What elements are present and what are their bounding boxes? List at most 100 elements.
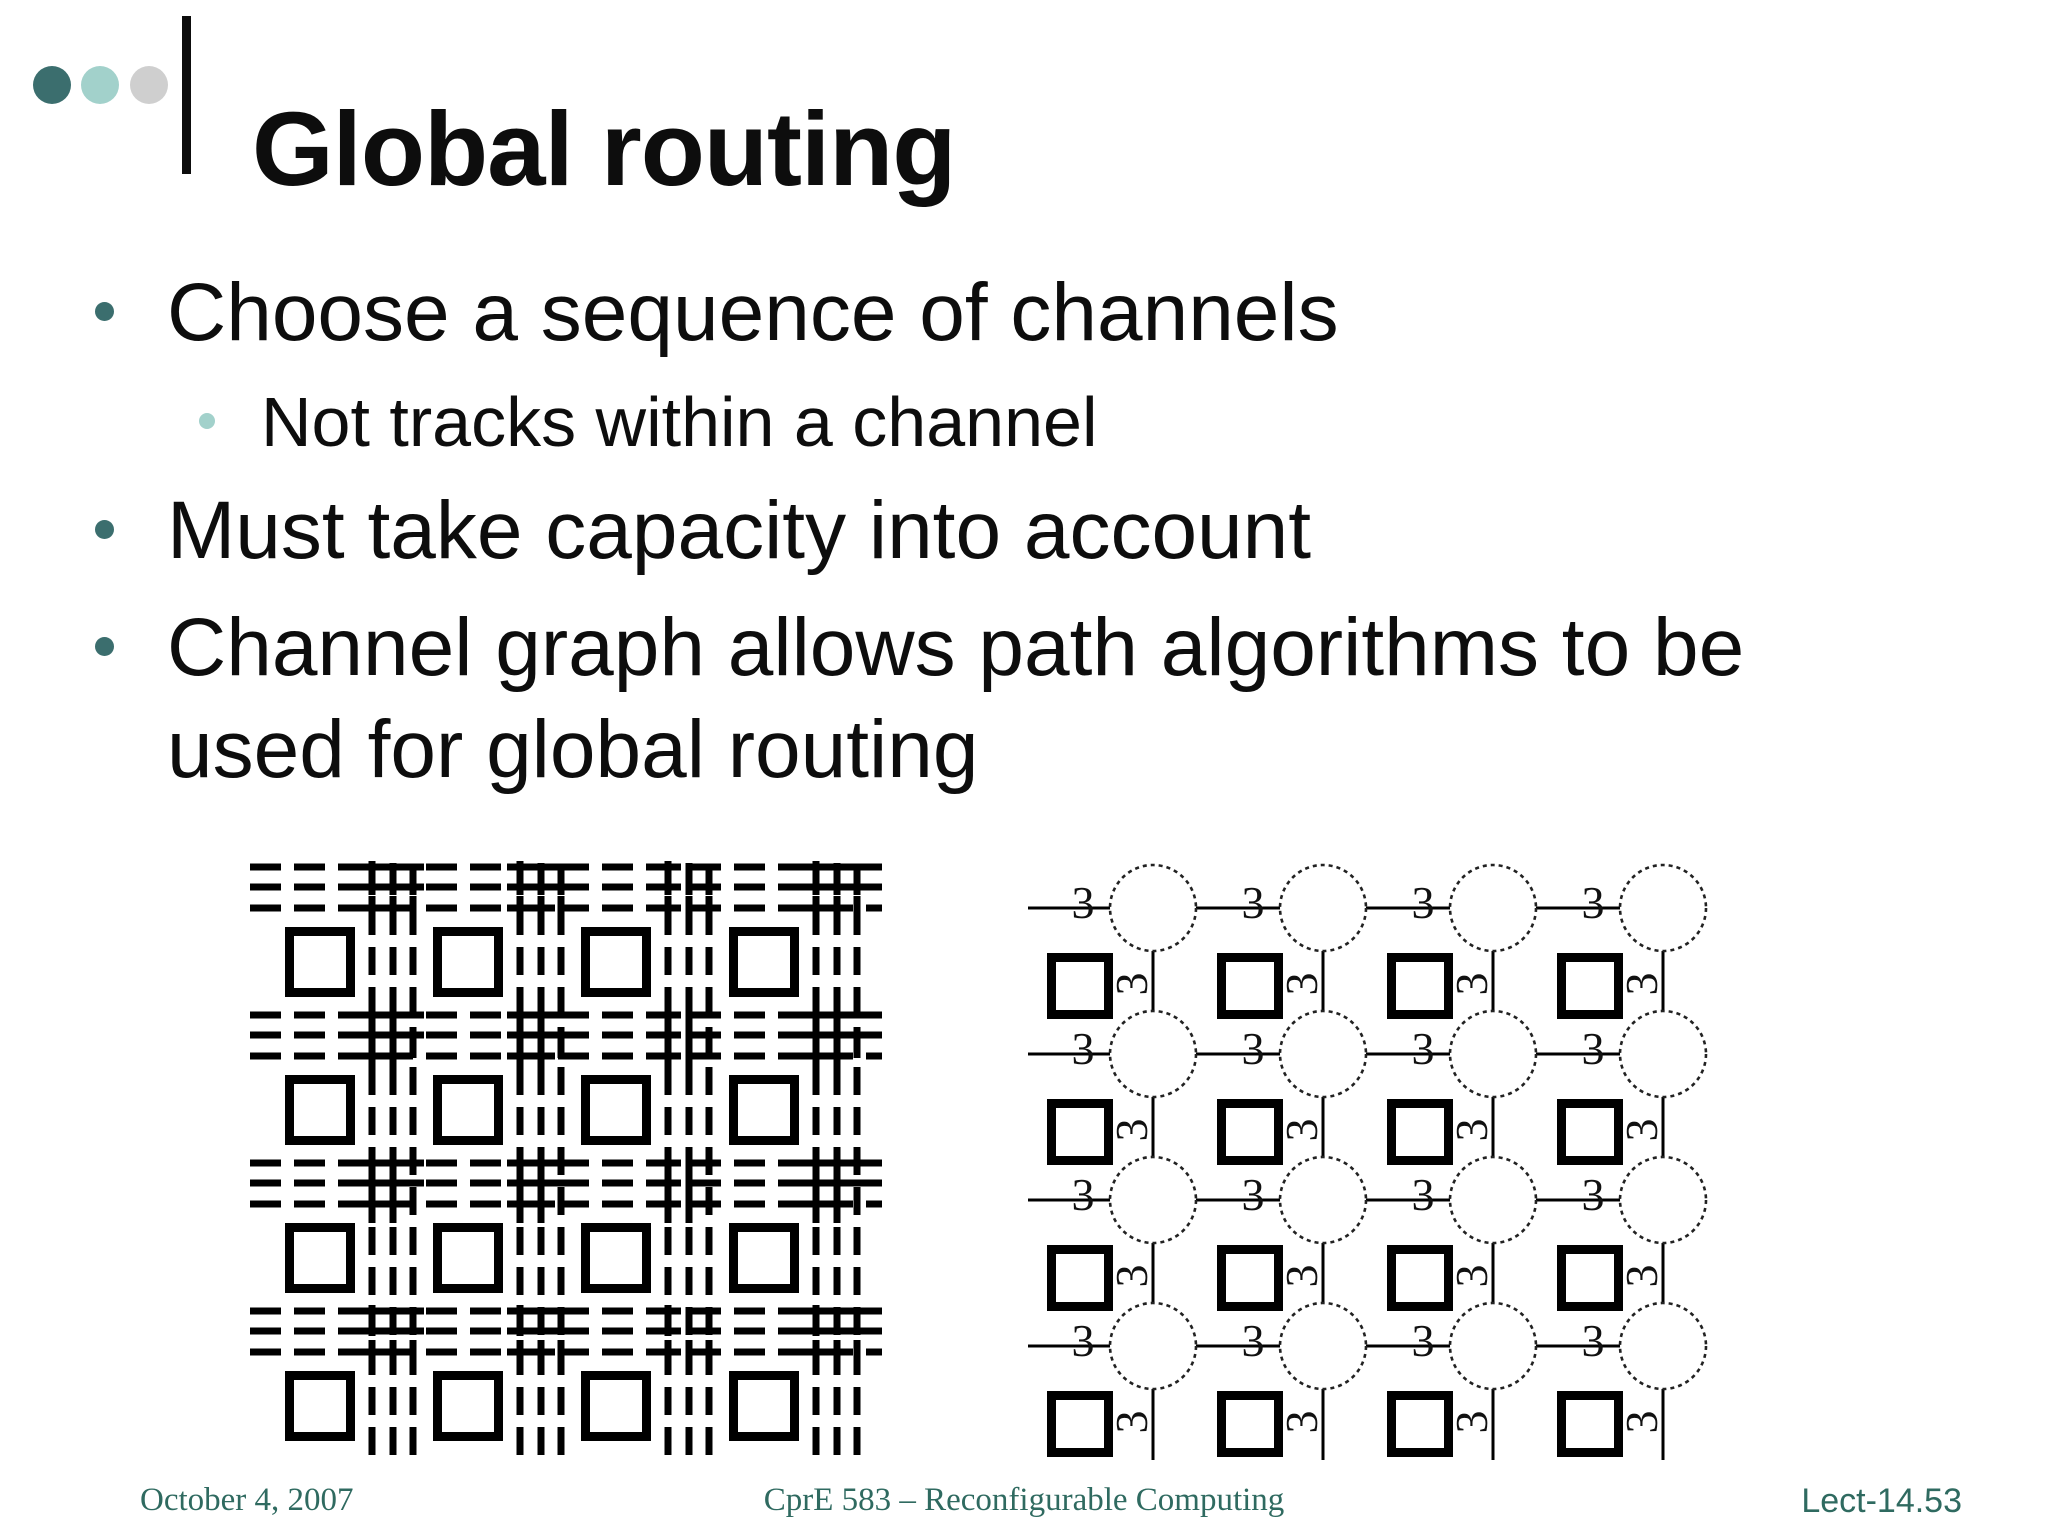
edge-capacity-label: 3 — [1446, 1411, 1497, 1434]
channel-node — [1278, 863, 1368, 953]
edge-capacity-label: 3 — [1242, 1315, 1265, 1366]
sub-bullet-item: Not tracks within a channel — [199, 379, 1885, 467]
channel-node — [1108, 1155, 1198, 1245]
logic-block — [1387, 953, 1453, 1019]
logic-block — [1047, 1391, 1113, 1457]
edge-capacity-label: 3 — [1412, 1169, 1435, 1220]
accent-dot-dark — [33, 66, 71, 104]
accent-dot-gray — [130, 66, 168, 104]
logic-block — [1557, 1245, 1623, 1311]
channel-node — [1278, 1009, 1368, 1099]
bullet-text: Not tracks within a channel — [261, 382, 1098, 461]
logic-block — [1387, 1099, 1453, 1165]
edge-capacity-label: 3 — [1242, 877, 1265, 928]
channel-node — [1108, 863, 1198, 953]
edge-capacity-label: 3 — [1106, 1119, 1157, 1142]
bullet-item: Must take capacity into account — [95, 480, 1885, 583]
edge-capacity-label: 3 — [1582, 1169, 1605, 1220]
fpga-routing-array-diagram — [250, 861, 882, 1465]
logic-block — [581, 1223, 651, 1293]
channel-node — [1618, 1155, 1708, 1245]
logic-block — [1217, 1099, 1283, 1165]
logic-block — [581, 1371, 651, 1441]
logic-block — [433, 1075, 503, 1145]
logic-block — [729, 1223, 799, 1293]
edge-capacity-label: 3 — [1446, 973, 1497, 996]
footer-lecture-number: Lect-14.53 — [1801, 1482, 1962, 1520]
edge-capacity-label: 3 — [1276, 1119, 1327, 1142]
bullet-text: Choose a sequence of channels — [167, 267, 1339, 358]
edge-capacity-label: 3 — [1072, 1315, 1095, 1366]
edge-capacity-label: 3 — [1412, 1315, 1435, 1366]
edge-capacity-label: 3 — [1412, 877, 1435, 928]
bullet-marker — [199, 412, 215, 429]
logic-block — [1047, 1245, 1113, 1311]
logic-block — [1217, 953, 1283, 1019]
channel-node — [1618, 1301, 1708, 1391]
edge-capacity-label: 3 — [1106, 1265, 1157, 1288]
logic-block — [285, 1223, 355, 1293]
bullet-marker — [95, 302, 114, 321]
edge-capacity-label: 3 — [1242, 1169, 1265, 1220]
edge-capacity-label: 3 — [1276, 1411, 1327, 1434]
edge-capacity-label: 3 — [1106, 973, 1157, 996]
edge-capacity-label: 3 — [1106, 1411, 1157, 1434]
footer-date: October 4, 2007 — [140, 1482, 354, 1518]
edge-capacity-label: 3 — [1582, 1315, 1605, 1366]
channel-node — [1108, 1009, 1198, 1099]
bullet-item: Choose a sequence of channels — [95, 262, 1885, 365]
logic-block — [581, 1075, 651, 1145]
edge-capacity-label: 3 — [1276, 973, 1327, 996]
bullet-item: Channel graph allows path algorithms to … — [95, 597, 1885, 802]
edge-capacity-label: 3 — [1242, 1023, 1265, 1074]
logic-block — [433, 927, 503, 997]
logic-block — [1557, 1099, 1623, 1165]
bullet-text: Must take capacity into account — [167, 485, 1312, 576]
logic-block — [433, 1223, 503, 1293]
logic-block — [1047, 1099, 1113, 1165]
edge-capacity-label: 3 — [1072, 877, 1095, 928]
channel-node — [1618, 1009, 1708, 1099]
footer-course: CprE 583 – Reconfigurable Computing — [763, 1482, 1285, 1518]
channel-node — [1618, 863, 1708, 953]
edge-capacity-label: 3 — [1616, 1119, 1667, 1142]
logic-block — [285, 927, 355, 997]
edge-capacity-label: 3 — [1072, 1169, 1095, 1220]
edge-capacity-label: 3 — [1446, 1265, 1497, 1288]
channel-node — [1448, 1009, 1538, 1099]
channel-node — [1448, 1155, 1538, 1245]
edge-capacity-label: 3 — [1446, 1119, 1497, 1142]
logic-block — [285, 1075, 355, 1145]
channel-node — [1448, 1301, 1538, 1391]
bullet-marker — [95, 520, 114, 539]
edge-capacity-label: 3 — [1276, 1265, 1327, 1288]
logic-block — [729, 927, 799, 997]
logic-block — [1217, 1245, 1283, 1311]
logic-block — [729, 1075, 799, 1145]
logic-block — [1387, 1391, 1453, 1457]
channel-node — [1108, 1301, 1198, 1391]
logic-block — [1557, 1391, 1623, 1457]
logic-block — [285, 1371, 355, 1441]
bullet-text: Channel graph allows path algorithms to … — [167, 601, 1745, 796]
edge-capacity-label: 3 — [1616, 1265, 1667, 1288]
logic-block — [1217, 1391, 1283, 1457]
logic-block — [1047, 953, 1113, 1019]
logic-block — [1387, 1245, 1453, 1311]
logic-block — [1557, 953, 1623, 1019]
channel-node — [1278, 1301, 1368, 1391]
page-title: Global routing — [252, 91, 956, 209]
edge-capacity-label: 3 — [1412, 1023, 1435, 1074]
edge-capacity-label: 3 — [1616, 973, 1667, 996]
accent-dot-light — [81, 66, 119, 104]
logic-block — [433, 1371, 503, 1441]
edge-capacity-label: 3 — [1582, 877, 1605, 928]
edge-capacity-label: 3 — [1582, 1023, 1605, 1074]
edge-capacity-label: 3 — [1616, 1411, 1667, 1434]
logic-block — [581, 927, 651, 997]
title-divider-bar — [182, 16, 191, 174]
bullet-marker — [95, 636, 114, 656]
channel-node — [1278, 1155, 1368, 1245]
